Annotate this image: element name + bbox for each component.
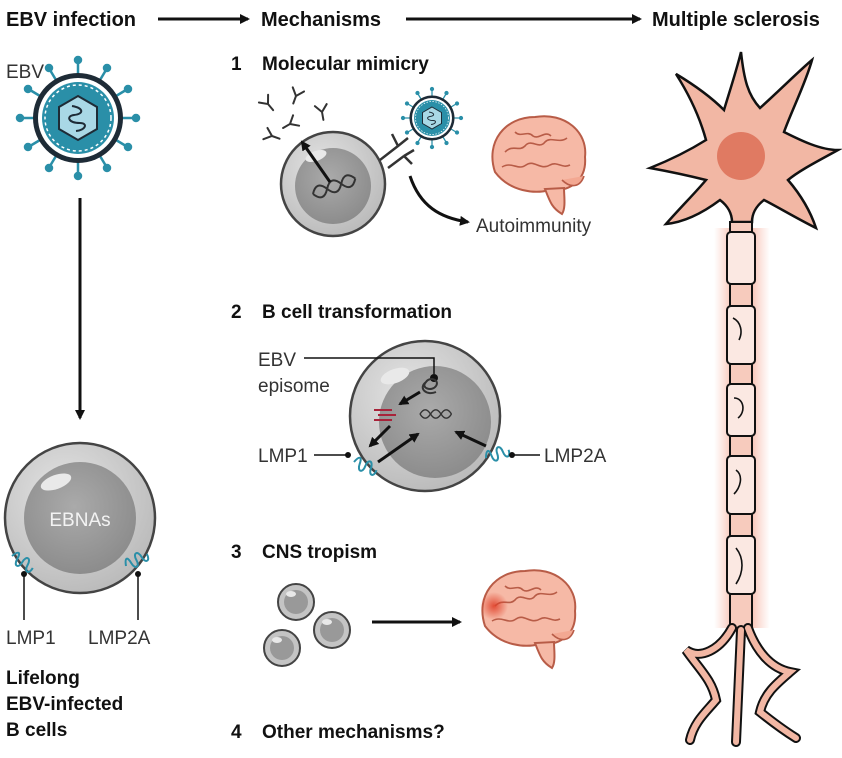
autoimmunity-arrow [408, 175, 470, 226]
b-cell-small-icon-3 [263, 629, 301, 667]
autoimmunity-label: Autoimmunity [476, 216, 592, 237]
mechanism-4-title: Other mechanisms? [262, 722, 445, 743]
mechanism-3-title: CNS tropism [262, 542, 377, 563]
brain-lesion-icon [480, 569, 577, 669]
caption-line-1: Lifelong [6, 668, 80, 689]
antibody-secretion-arrow [300, 140, 332, 183]
episome-label-1: EBV [258, 350, 296, 371]
lmp1-label-2: LMP1 [258, 446, 308, 467]
caption-line-2: EBV-infected [6, 694, 123, 715]
episome-arrow [398, 390, 421, 406]
episome-label-2: episome [258, 376, 330, 397]
b-cell-transformation [348, 339, 502, 493]
virion-small-icon [400, 86, 464, 150]
episome-leader-line [304, 357, 435, 374]
ebv-label: EBV [6, 62, 44, 83]
ebnas-label: EBNAs [49, 510, 110, 531]
lmp1-nucleus-arrow [377, 432, 420, 464]
lmp1-label: LMP1 [6, 628, 56, 649]
lmp2a-label: LMP2A [88, 628, 151, 649]
mechanism-4-number: 4 [231, 722, 242, 743]
b-cell-small-icon-2 [313, 611, 351, 649]
mechanism-1-title: Molecular mimicry [262, 54, 429, 75]
brain-icon-1 [491, 115, 587, 215]
lmp2a-nucleus-arrow [454, 430, 487, 448]
header-mechanisms: Mechanisms [261, 9, 381, 31]
bcr-antibody-icon [379, 133, 415, 169]
mechanism-1-number: 1 [231, 54, 242, 75]
b-cell-small-icon-1 [277, 583, 315, 621]
episome-icon [421, 378, 438, 394]
header-multiple-sclerosis: Multiple sclerosis [652, 9, 820, 31]
mechanism-2-number: 2 [231, 302, 242, 323]
mrna-icon [374, 409, 396, 421]
infected-b-cell: EBNAs [3, 441, 157, 595]
header-ebv-infection: EBV infection [6, 9, 136, 31]
lmp1-signal-arrow [368, 424, 392, 448]
b-cell-mimicry [279, 130, 387, 238]
neuron-icon [645, 51, 842, 747]
caption-line-3: B cells [6, 720, 67, 741]
mechanism-3-number: 3 [231, 542, 242, 563]
lmp2a-label-2: LMP2A [544, 446, 607, 467]
mechanism-2-title: B cell transformation [262, 302, 452, 323]
